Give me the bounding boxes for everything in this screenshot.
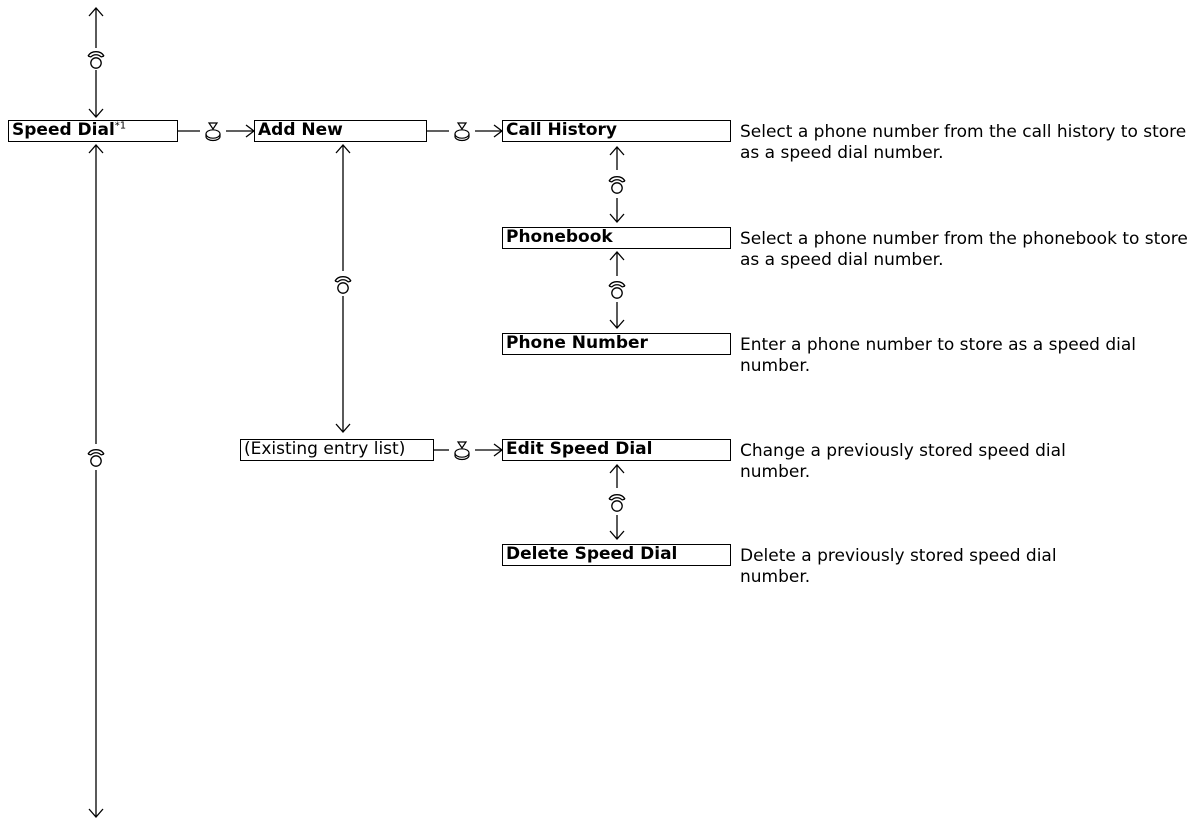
delete-speed-dial-label: Delete Speed Dial [506, 544, 678, 564]
phonebook-description: Select a phone number from the phonebook… [740, 229, 1188, 270]
speed-dial-label: Speed Dial [12, 120, 115, 140]
add-new-label: Add New [258, 120, 343, 140]
connector-lines [88, 7, 625, 818]
press-knob-icon [205, 122, 221, 142]
menu-item-add-new[interactable]: Add New [254, 120, 427, 142]
press-knob-icon [454, 122, 470, 142]
rotate-knob-icon [87, 449, 105, 467]
menu-item-delete-speed-dial[interactable]: Delete Speed Dial [502, 544, 731, 566]
rotate-knob-icon [608, 281, 626, 299]
call-history-description: Select a phone number from the call hist… [740, 122, 1187, 163]
rotate-knob-icon [334, 276, 352, 294]
phone-number-label: Phone Number [506, 333, 648, 353]
call-history-label: Call History [506, 120, 617, 140]
existing-entry-list-label: (Existing entry list) [244, 439, 406, 459]
menu-item-call-history[interactable]: Call History [502, 120, 731, 142]
rotate-knob-icon [87, 51, 105, 69]
rotate-knob-icon [608, 494, 626, 512]
existing-entry-list[interactable]: (Existing entry list) [240, 439, 434, 461]
press-knob-icon [454, 441, 470, 461]
menu-item-phonebook[interactable]: Phonebook [502, 227, 731, 249]
footnote-marker: *1 [114, 120, 127, 132]
edit-speed-dial-label: Edit Speed Dial [506, 439, 653, 459]
rotate-knob-icon [608, 176, 626, 194]
phone-number-description: Enter a phone number to store as a speed… [740, 335, 1136, 376]
menu-item-speed-dial[interactable]: Speed Dial*1 [8, 120, 178, 142]
menu-item-phone-number[interactable]: Phone Number [502, 333, 731, 355]
menu-item-edit-speed-dial[interactable]: Edit Speed Dial [502, 439, 731, 461]
edit-speed-dial-description: Change a previously stored speed dial nu… [740, 441, 1066, 482]
delete-speed-dial-description: Delete a previously stored speed dial nu… [740, 546, 1057, 587]
phonebook-label: Phonebook [506, 227, 613, 247]
